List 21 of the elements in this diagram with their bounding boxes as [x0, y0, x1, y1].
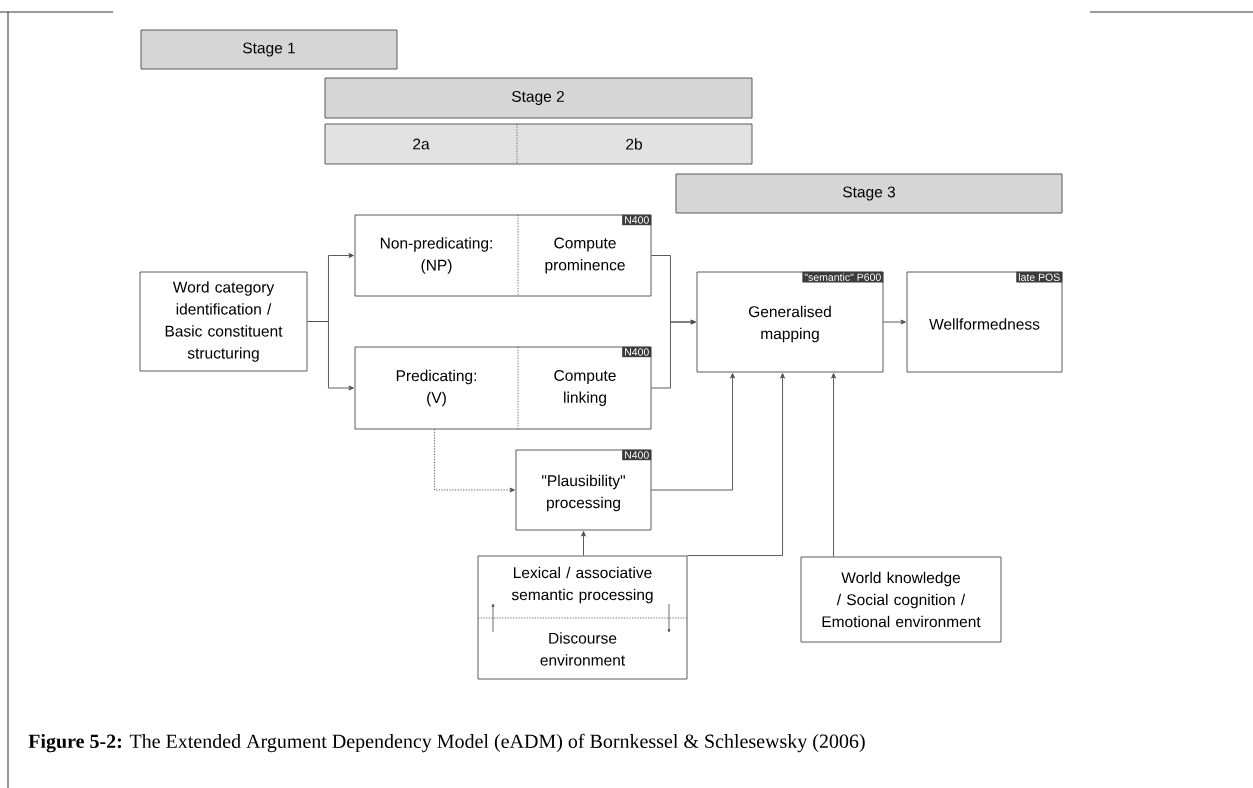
arrow: [687, 373, 785, 556]
arrow: [434, 429, 515, 493]
stage-bar: Stage 1: [140, 29, 398, 70]
arrow: [883, 319, 906, 325]
arrow: [651, 373, 735, 491]
process-box: N400 Predicating: (V) Compute linking: [354, 346, 652, 430]
process-box: Lexical / associative semantic processing Discourse environment: [477, 555, 688, 680]
process-box: Word category identification / Basic constituent structuring: [139, 271, 308, 372]
stage-bar: Stage 2: [324, 77, 753, 119]
arrow: [307, 321, 354, 391]
arrow: [651, 319, 696, 389]
arrow: [581, 531, 586, 556]
substage-bar: 2a 2b: [324, 123, 753, 165]
process-box: "semantic" P600 Generalised mapping: [696, 271, 884, 373]
process-box: late POS Wellformedness: [906, 271, 1063, 373]
process-box: N400 Non-predicating: (NP) Compute prominence: [354, 214, 652, 297]
caption: Figure 5-2: The Extended Argument Dependency Model (eADM) of Bornkessel & Schlesewsky (2006): [28, 733, 865, 753]
process-box: World knowledge / Social cognition / Emotional environment: [800, 556, 1002, 643]
arrow: [831, 373, 836, 557]
stage-bar: Stage 3: [675, 173, 1063, 214]
process-box: N400 "Plausibility" processing: [515, 449, 652, 531]
